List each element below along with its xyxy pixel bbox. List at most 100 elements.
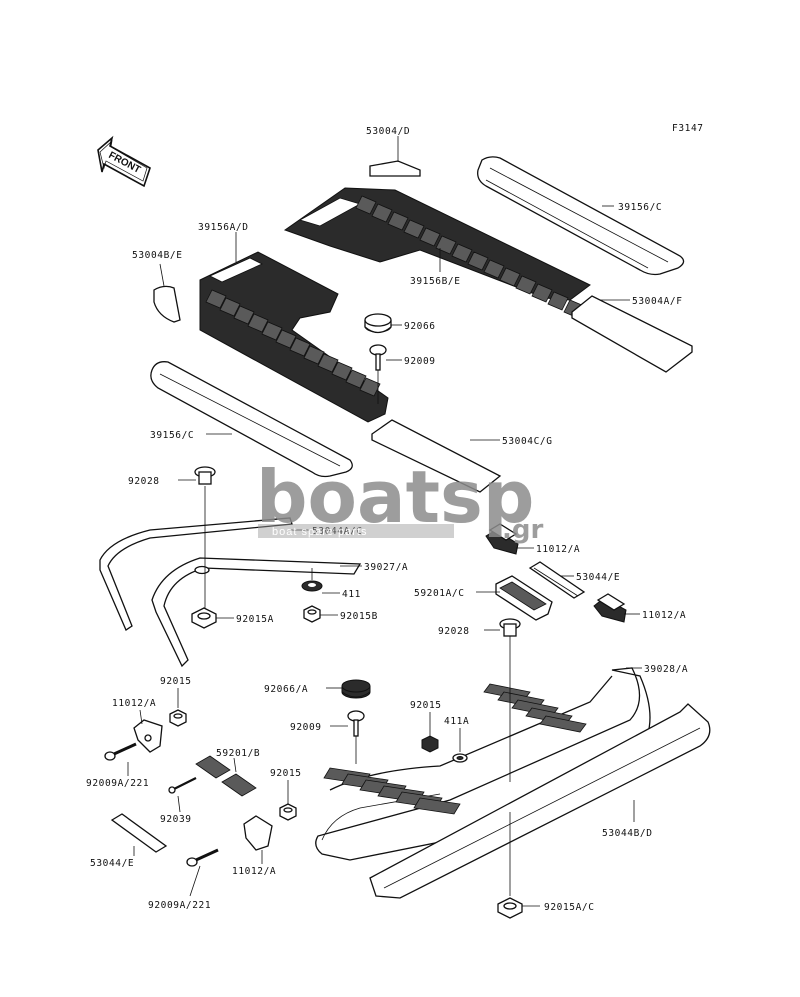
part-53044-e-l <box>110 813 168 853</box>
traction-pad <box>331 361 353 381</box>
traction-pad <box>371 203 393 223</box>
traction-pad <box>289 337 311 357</box>
part-411 <box>301 580 323 592</box>
part-92015a-c <box>497 897 523 919</box>
part-92066-a <box>341 679 371 699</box>
label-92015a-c: 92015A/C <box>544 902 595 913</box>
label-53004-d: 53004/D <box>366 126 410 137</box>
label-92015-l2: 92015 <box>270 768 302 779</box>
part-92028-top <box>194 466 216 485</box>
part-11012-a-r2 <box>593 593 627 623</box>
traction-pad <box>499 267 521 287</box>
traction-pad <box>413 797 461 815</box>
part-11012-a-l2 <box>243 815 273 851</box>
part-59201a-c <box>495 575 553 621</box>
label-11012-a-r2: 11012/A <box>642 610 686 621</box>
part-92009-m <box>347 710 365 737</box>
part-92015a <box>191 607 217 629</box>
traction-pad <box>403 219 425 239</box>
watermark-tagline: boat spare parts <box>272 526 368 538</box>
label-39156b-e: 39156B/E <box>410 276 461 287</box>
traction-pad <box>219 297 241 317</box>
figure-code: F3147 <box>672 123 704 134</box>
traction-pad <box>435 235 457 255</box>
traction-pad <box>345 369 367 389</box>
traction-pad <box>387 211 409 231</box>
traction-pad <box>359 377 381 397</box>
part-53044b-d <box>369 703 711 899</box>
label-53044a-c: 53044A/C <box>312 526 363 537</box>
label-92066: 92066 <box>404 321 436 332</box>
part-39156-c-left <box>150 361 353 478</box>
part-92015-l1 <box>169 709 187 727</box>
part-53004-d <box>369 160 421 177</box>
label-92009: 92009 <box>404 356 436 367</box>
part-92015-m <box>421 735 439 753</box>
label-11012-a-l1: 11012/A <box>112 698 156 709</box>
part-39027-a <box>151 557 362 668</box>
traction-pad <box>303 345 325 365</box>
part-11012-a-l1 <box>133 719 163 753</box>
label-59201-b: 59201/B <box>216 748 260 759</box>
part-53044-e-r <box>528 561 586 599</box>
traction-pad <box>247 313 269 333</box>
part-53004c-g <box>371 419 502 493</box>
label-39028-a: 39028/A <box>644 664 688 675</box>
part-53044a-c <box>99 517 293 631</box>
label-53044-e-r: 53044/E <box>576 572 620 583</box>
label-11012-a-l2: 11012/A <box>232 866 276 877</box>
label-411a: 411A <box>444 716 469 727</box>
traction-pad <box>275 329 297 349</box>
watermark: boatsp .gr boat spare parts <box>256 455 543 545</box>
label-39156a-d: 39156A/D <box>198 222 249 233</box>
label-53044b-d: 53044B/D <box>602 828 653 839</box>
traction-pad <box>205 289 227 309</box>
label-92066-a: 92066/A <box>264 684 308 695</box>
label-39027-a: 39027/A <box>364 562 408 573</box>
label-92009a-221-b: 92009A/221 <box>148 900 211 911</box>
label-92028-mid: 92028 <box>438 626 470 637</box>
traction-pad <box>355 195 377 215</box>
front-arrow-icon: FRONT <box>97 135 151 188</box>
label-11012-a-r1: 11012/A <box>536 544 580 555</box>
label-92028-top: 92028 <box>128 476 160 487</box>
leader-lines <box>127 136 642 907</box>
traction-pad <box>515 275 537 295</box>
traction-pad <box>419 227 441 247</box>
part-92039 <box>168 777 197 794</box>
part-92028-mid <box>499 618 521 637</box>
label-92015-m: 92015 <box>410 700 442 711</box>
label-53004b-e: 53004B/E <box>132 250 183 261</box>
label-53004c-g: 53004C/G <box>502 436 553 447</box>
label-53044-e-l: 53044/E <box>90 858 134 869</box>
part-11012-a-r1 <box>485 523 519 555</box>
assembly-lines <box>204 370 511 896</box>
watermark-suffix: .gr <box>502 515 543 545</box>
label-92015a: 92015A <box>236 614 274 625</box>
part-92015b <box>303 605 321 623</box>
label-411: 411 <box>342 589 361 600</box>
part-92015-l2 <box>279 803 297 821</box>
traction-pad <box>547 291 569 311</box>
part-59201-b <box>195 755 257 797</box>
traction-pad <box>539 715 587 733</box>
traction-pad <box>261 321 283 341</box>
part-53004b-e <box>153 285 181 323</box>
traction-pad <box>233 305 255 325</box>
traction-pad <box>467 251 489 271</box>
label-39156-c-left: 39156/C <box>150 430 194 441</box>
label-92015-l1: 92015 <box>160 676 192 687</box>
part-92066 <box>364 313 392 334</box>
label-92009a-221-a: 92009A/221 <box>86 778 149 789</box>
label-92015b: 92015B <box>340 611 378 622</box>
part-39156b-e <box>283 187 591 319</box>
part-92009a-221-a <box>104 742 137 761</box>
watermark-main: boatsp <box>256 455 534 539</box>
traction-pad <box>451 243 473 263</box>
part-labels: 53004/D 39156/C 39156A/D 53004B/E 39156B… <box>86 126 688 913</box>
label-59201a-c: 59201A/C <box>414 588 465 599</box>
label-92039: 92039 <box>160 814 192 825</box>
part-39156a-d <box>199 251 389 423</box>
traction-pad <box>483 259 505 279</box>
